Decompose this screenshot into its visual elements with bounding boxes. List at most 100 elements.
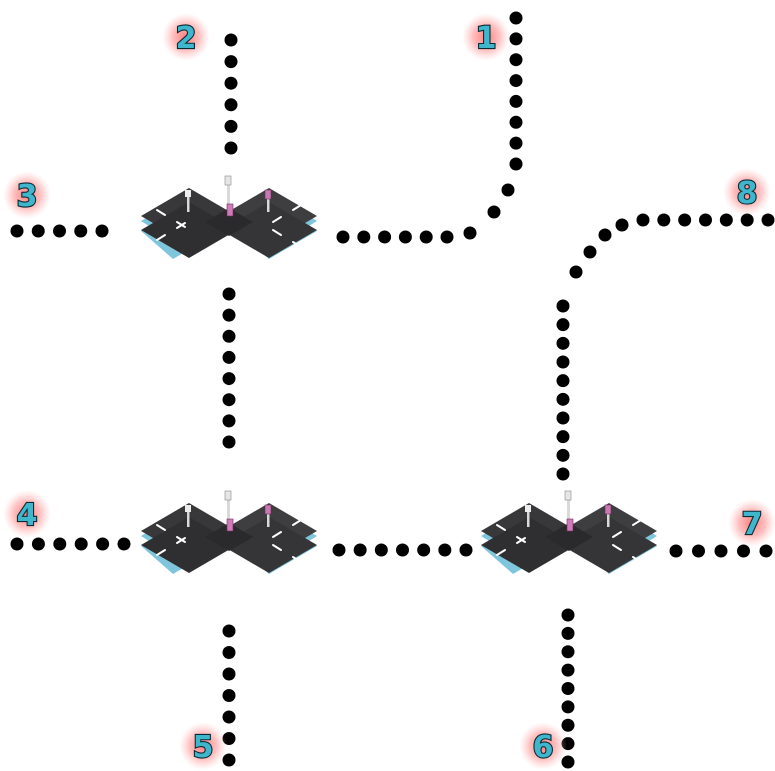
path-8-dot <box>699 214 712 227</box>
path-2-dot <box>225 142 238 155</box>
label-8: 8 <box>737 176 758 211</box>
path-8-dot <box>678 214 691 227</box>
path-8-dot <box>557 356 570 369</box>
label-2-group: 2 <box>162 13 210 61</box>
path-1-dot <box>357 231 370 244</box>
label-3: 3 <box>17 179 38 214</box>
path-1-dot <box>510 137 523 150</box>
link-horizontal-dot <box>333 544 346 557</box>
link-vertical-dot <box>223 393 236 406</box>
path-8-dot <box>616 219 629 232</box>
link-horizontal-dot <box>375 544 388 557</box>
label-5-group: 5 <box>179 722 227 770</box>
label-3-group: 3 <box>3 171 51 219</box>
path-1-dot <box>510 12 523 25</box>
label-6: 6 <box>533 730 554 765</box>
path-2-dot <box>225 77 238 90</box>
path-2-dot <box>225 34 238 47</box>
path-3-dot <box>53 225 66 238</box>
path-2-dot <box>225 55 238 68</box>
path-4-dot <box>118 538 131 551</box>
path-1-dot <box>488 206 501 219</box>
endpoint-labels: 1 2 3 4 5 6 7 8 <box>3 13 775 770</box>
path-5-dot <box>223 689 236 702</box>
intersection-top-left-icon <box>141 176 317 259</box>
label-5: 5 <box>193 730 214 765</box>
path-8-dot <box>657 214 670 227</box>
path-1-dot <box>378 231 391 244</box>
path-3-dot <box>11 225 24 238</box>
label-1-group: 1 <box>462 13 510 61</box>
path-1-dot <box>502 184 515 197</box>
link-vertical-dot <box>223 309 236 322</box>
link-vertical-dot <box>223 288 236 301</box>
link-vertical-dot <box>223 436 236 449</box>
path-4-dot <box>11 538 24 551</box>
path-1-dot <box>420 231 433 244</box>
path-7-dot <box>715 545 728 558</box>
link-horizontal-dot <box>354 544 367 557</box>
path-1-dot <box>441 231 454 244</box>
path-6-dot <box>562 682 575 695</box>
path-6-dot <box>562 664 575 677</box>
label-8-group: 8 <box>723 168 771 216</box>
label-1: 1 <box>476 21 497 56</box>
path-1-dot <box>464 227 477 240</box>
path-6-dot <box>562 645 575 658</box>
path-8-dot <box>557 393 570 406</box>
path-8-dot <box>557 449 570 462</box>
path-4-dot <box>53 538 66 551</box>
label-4-group: 4 <box>3 490 51 538</box>
path-8-dot <box>557 300 570 313</box>
path-8-dot <box>557 468 570 481</box>
path-5-dot <box>223 646 236 659</box>
path-4-dot <box>96 538 109 551</box>
path-2-dot <box>225 120 238 133</box>
label-7-group: 7 <box>728 499 775 547</box>
link-horizontal-dot <box>438 544 451 557</box>
path-1-dot <box>510 158 523 171</box>
path-8-dot <box>762 214 775 227</box>
path-8-dot <box>637 214 650 227</box>
path-6-dot <box>562 627 575 640</box>
path-1-dot <box>510 95 523 108</box>
path-6-dot <box>562 609 575 622</box>
path-8-dot <box>584 246 597 259</box>
path-1-dot <box>399 231 412 244</box>
path-8-dot <box>557 412 570 425</box>
path-7-dot <box>692 545 705 558</box>
path-1-dot <box>510 74 523 87</box>
link-horizontal-dot <box>396 544 409 557</box>
path-5-dot <box>223 668 236 681</box>
path-6-dot <box>562 700 575 713</box>
link-horizontal-dot <box>417 544 430 557</box>
path-4-dot <box>75 538 88 551</box>
path-2-dot <box>225 98 238 111</box>
intersections <box>141 176 657 574</box>
intersection-bottom-left-icon <box>141 491 317 574</box>
label-4: 4 <box>17 498 38 533</box>
intersection-bottom-right-icon <box>481 491 657 574</box>
link-vertical-dot <box>223 414 236 427</box>
label-2: 2 <box>176 21 197 56</box>
path-8-dot <box>557 337 570 350</box>
label-6-group: 6 <box>519 722 567 770</box>
path-3-dot <box>32 225 45 238</box>
path-3-dot <box>96 225 109 238</box>
path-8-dot <box>557 318 570 331</box>
path-8-dot <box>570 266 583 279</box>
label-7: 7 <box>742 507 763 542</box>
link-vertical-dot <box>223 351 236 364</box>
path-5-dot <box>223 711 236 724</box>
path-7-dot <box>760 545 773 558</box>
path-1-dot <box>510 32 523 45</box>
path-8-dot <box>557 374 570 387</box>
path-7-dot <box>670 545 683 558</box>
path-3-dot <box>74 225 87 238</box>
path-4-dot <box>32 538 45 551</box>
path-5-dot <box>223 625 236 638</box>
path-1-dot <box>510 116 523 129</box>
dotted-road-paths <box>11 12 775 769</box>
path-8-dot <box>557 430 570 443</box>
